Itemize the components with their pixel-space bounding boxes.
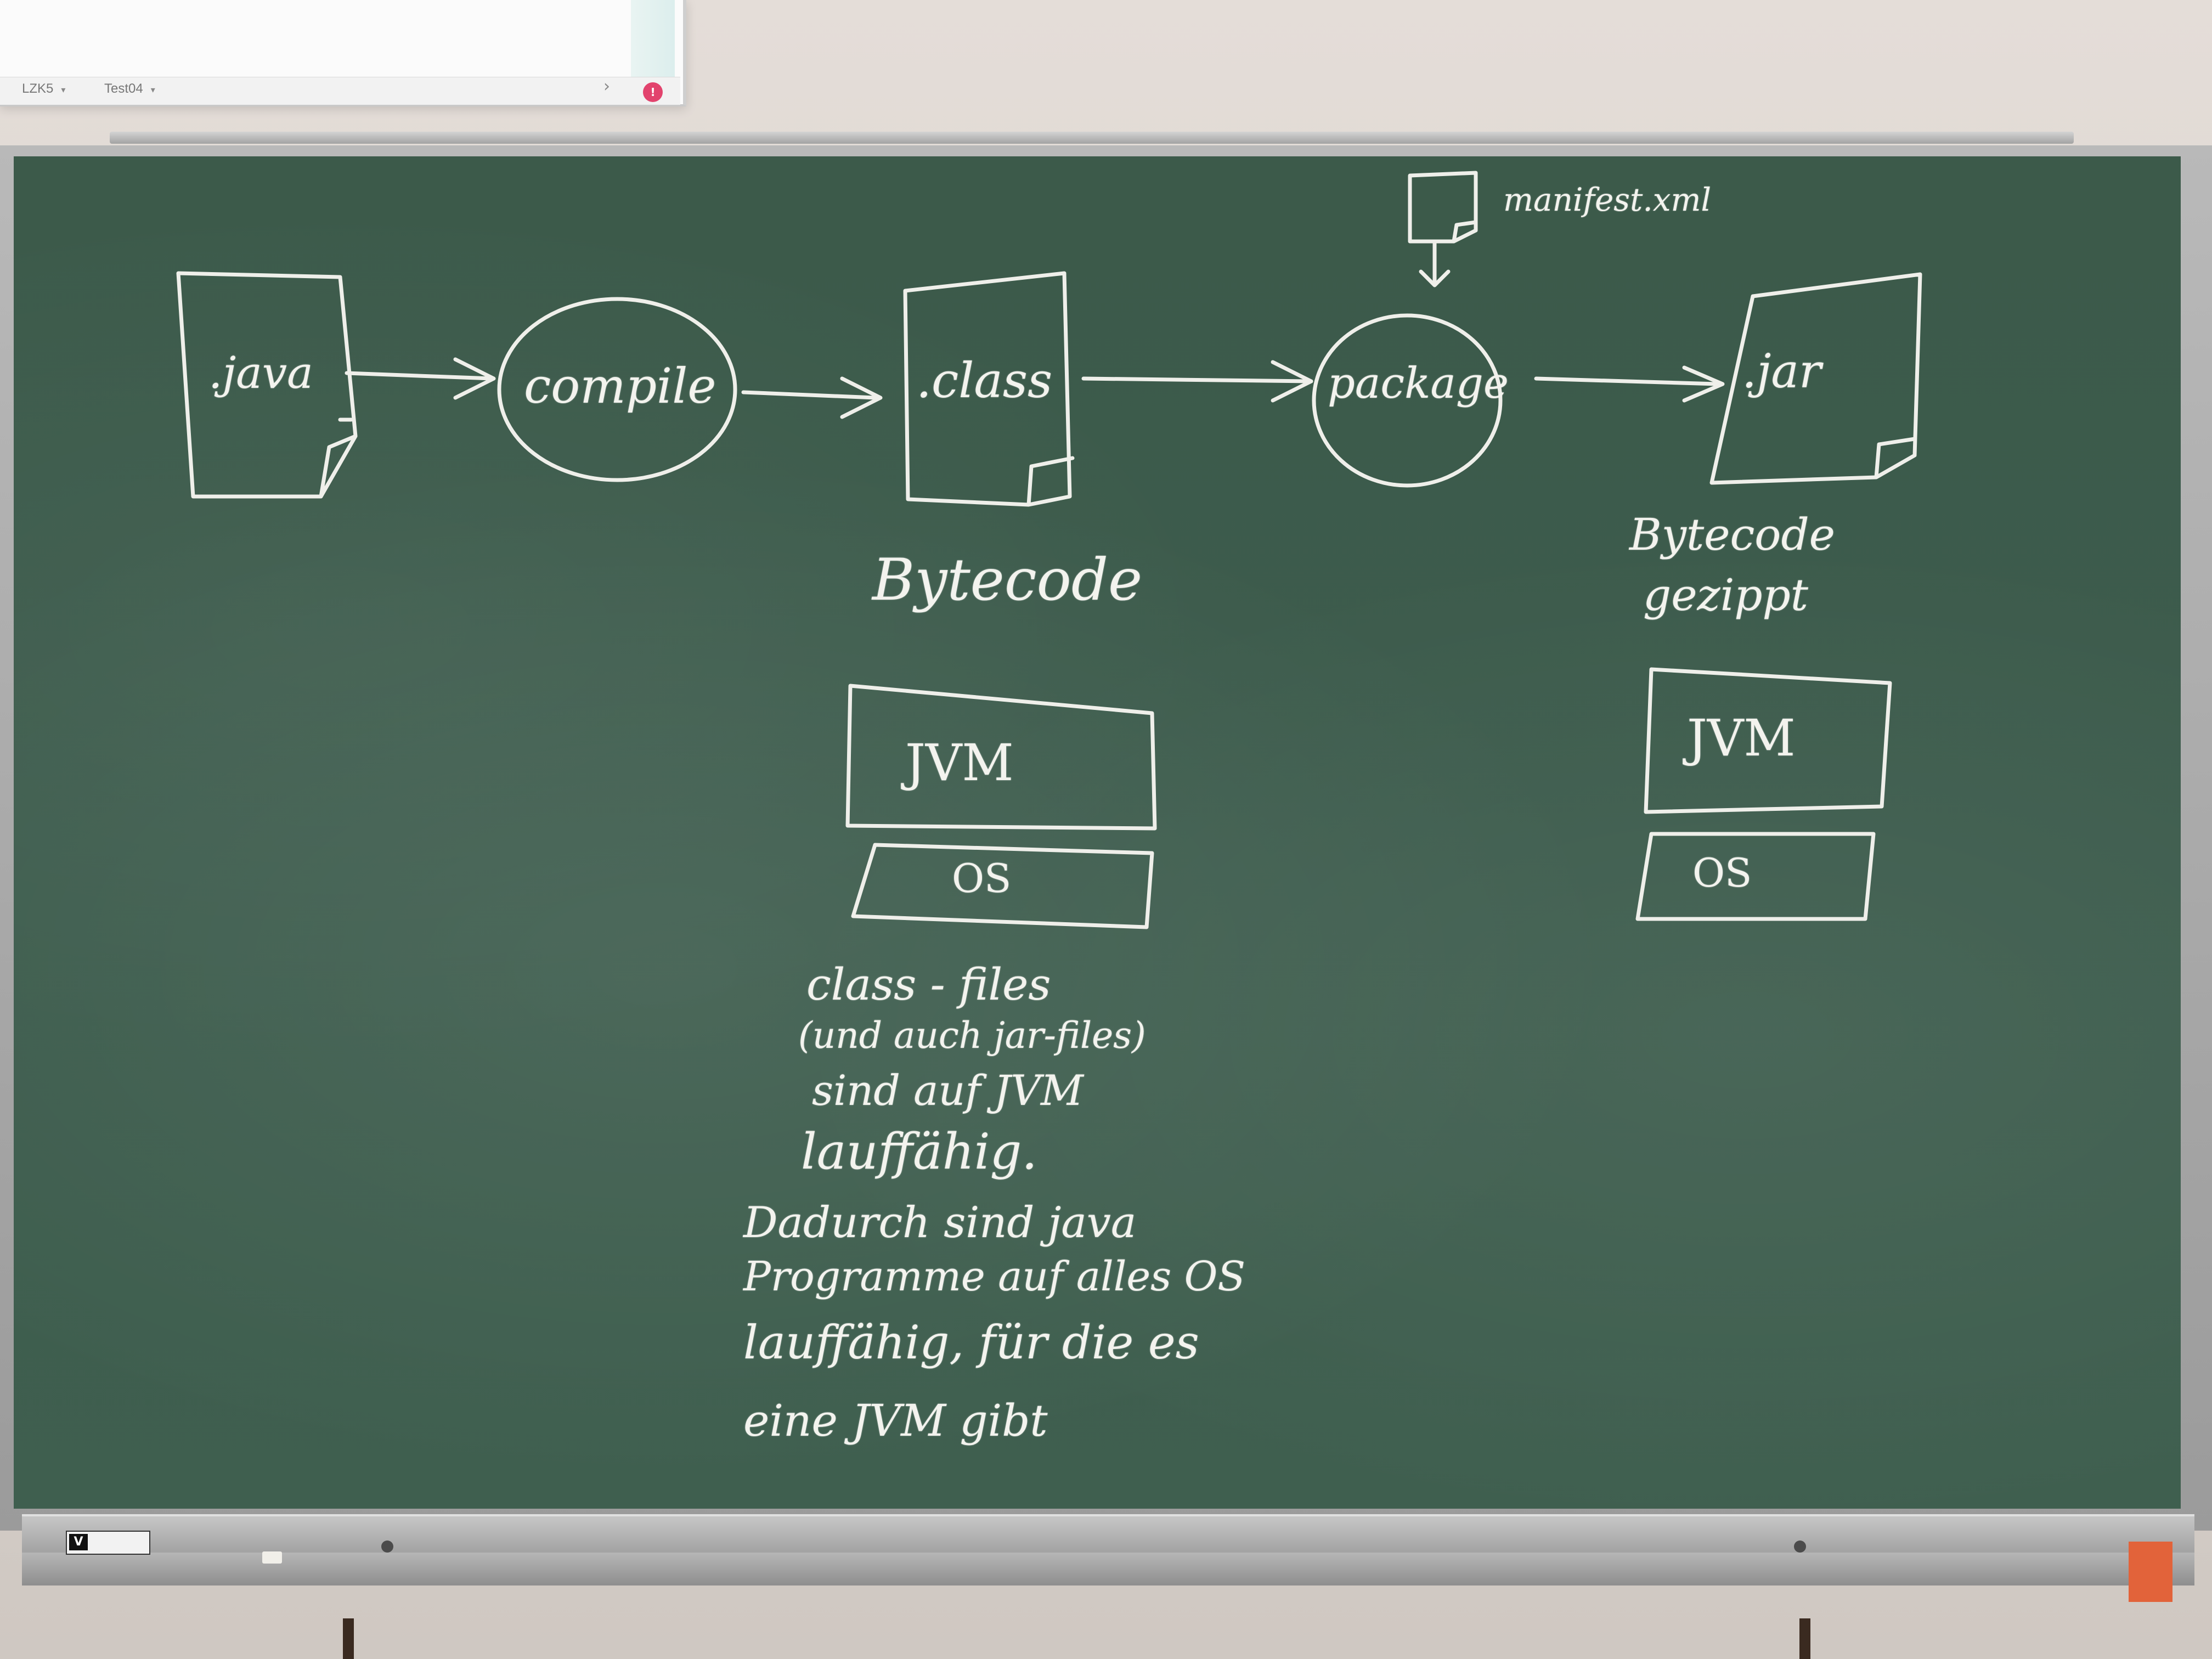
java-file-label: .java — [208, 347, 313, 398]
chevron-right-icon[interactable]: › — [603, 77, 610, 96]
sheet-tab-test04[interactable]: Test04 ▾ — [104, 81, 155, 97]
note-line: class - files — [806, 959, 1051, 1010]
arrow-package-jar — [1534, 376, 1719, 386]
right-os-box — [1635, 832, 1876, 921]
right-os-label: OS — [1692, 850, 1752, 896]
arrow-manifest-package-head — [1419, 269, 1451, 287]
chalk-stick[interactable] — [262, 1551, 282, 1564]
alert-icon[interactable]: ! — [643, 82, 663, 102]
arrow-java-compile — [345, 371, 493, 381]
manifest-file-shape — [1408, 171, 1478, 244]
manifest-label: manifest.xml — [1503, 181, 1712, 218]
arrow-class-package-head — [1271, 360, 1313, 403]
class-file-shape — [903, 271, 1075, 507]
bytecode-zipped-caption-line2: gezippt — [1643, 569, 1808, 620]
stand-leg — [343, 1618, 354, 1659]
chevron-down-icon: ▾ — [150, 86, 155, 95]
note-line: (und auch jar-files) — [798, 1014, 1146, 1057]
jar-file-shape — [1709, 272, 1922, 485]
arrow-java-compile-head — [453, 357, 496, 400]
stand-leg — [1799, 1618, 1810, 1659]
compile-circle — [497, 297, 737, 482]
jar-file-label: .jar — [1742, 345, 1821, 399]
note-line: lauffähig. — [801, 1123, 1037, 1181]
bytecode-zipped-caption-line1: Bytecode — [1629, 509, 1835, 560]
package-circle — [1312, 313, 1503, 488]
arrow-class-package — [1081, 376, 1313, 383]
screw-icon — [381, 1541, 393, 1553]
sheet-tab-label: Test04 — [104, 81, 143, 96]
screw-icon — [1794, 1541, 1806, 1553]
right-jvm-box — [1644, 667, 1892, 814]
sheet-tab-label: LZK5 — [22, 81, 54, 96]
bytecode-caption: Bytecode — [872, 546, 1143, 613]
note-line: sind auf JVM — [812, 1066, 1084, 1115]
note-line: lauffähig, für die es — [743, 1316, 1199, 1369]
arrow-compile-class — [741, 390, 877, 400]
board-top-rail — [110, 132, 2074, 144]
note-line: eine JVM gibt — [743, 1395, 1048, 1446]
manufacturer-logo: V — [69, 1534, 88, 1550]
note-line: Dadurch sind java — [743, 1198, 1137, 1248]
left-jvm-box — [845, 684, 1157, 831]
left-os-box — [851, 843, 1154, 929]
right-jvm-label: JVM — [1687, 709, 1796, 768]
chevron-down-icon: ▾ — [61, 86, 66, 95]
note-line: Programme auf alles OS — [743, 1253, 1246, 1300]
projector-screen: LZK5 ▾ Test04 ▾ › ! — [0, 0, 686, 106]
java-file-shape — [176, 271, 358, 499]
compile-node-label: compile — [524, 358, 716, 414]
sheet-tab-lzk5[interactable]: LZK5 ▾ — [22, 81, 65, 97]
chalk-tray — [22, 1553, 2194, 1585]
manufacturer-plate: V — [66, 1531, 150, 1555]
arrow-package-jar-head — [1682, 365, 1725, 403]
class-file-label: .class — [916, 352, 1053, 409]
package-node-label: package — [1328, 359, 1509, 408]
tray-end-cap — [2129, 1542, 2172, 1602]
arrow-compile-class-head — [840, 376, 883, 419]
left-os-label: OS — [952, 855, 1012, 901]
left-jvm-label: JVM — [905, 733, 1014, 792]
sheet-tab-strip — [0, 77, 680, 105]
